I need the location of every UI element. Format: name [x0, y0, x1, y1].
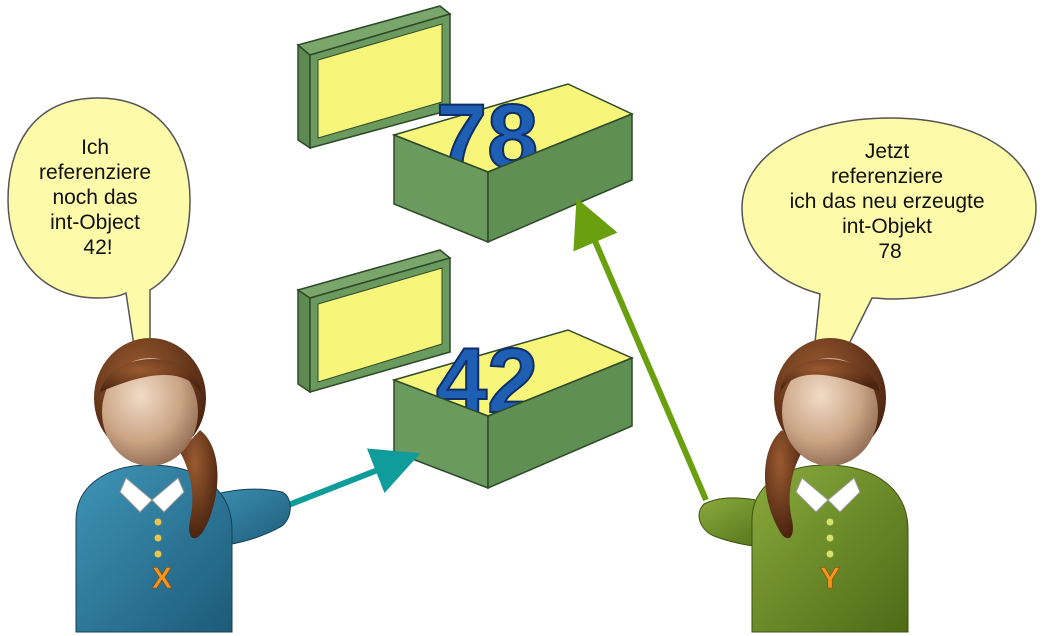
- box-bottom: 42: [296, 249, 634, 490]
- speech-y-line-4: int-Objekt: [842, 215, 932, 238]
- arrow-y-to-78: [573, 197, 709, 502]
- speech-x-line-3: noch das: [52, 186, 137, 209]
- person-x-label: X: [152, 562, 172, 595]
- person-y-label: Y: [820, 562, 840, 595]
- box-top-lid: [296, 5, 452, 150]
- speech-y-line-2: referenziere: [831, 165, 943, 188]
- speech-y-line-1: Jetzt: [865, 140, 910, 163]
- speech-x-text: Ich referenziere noch das int-Object 42!: [39, 136, 157, 259]
- speech-y-line-5: 78: [878, 240, 901, 263]
- speech-x-line-1: Ich: [81, 136, 109, 159]
- box-top: 78: [296, 5, 634, 244]
- person-y: Y: [698, 338, 909, 633]
- box-bottom-lid: [296, 249, 452, 394]
- speech-x-line-4: int-Object: [50, 211, 140, 234]
- arrow-x-to-42: [284, 448, 421, 509]
- person-x-face: [102, 358, 198, 466]
- speech-x-line-2: referenziere: [39, 161, 151, 184]
- speech-y-line-3: ich das neu erzeugte: [790, 190, 985, 213]
- speech-y-text: Jetzt referenziere ich das neu erzeugte …: [790, 140, 991, 263]
- speech-x-line-5: 42!: [83, 236, 112, 259]
- person-y-face: [782, 358, 878, 466]
- person-x: X: [75, 338, 291, 633]
